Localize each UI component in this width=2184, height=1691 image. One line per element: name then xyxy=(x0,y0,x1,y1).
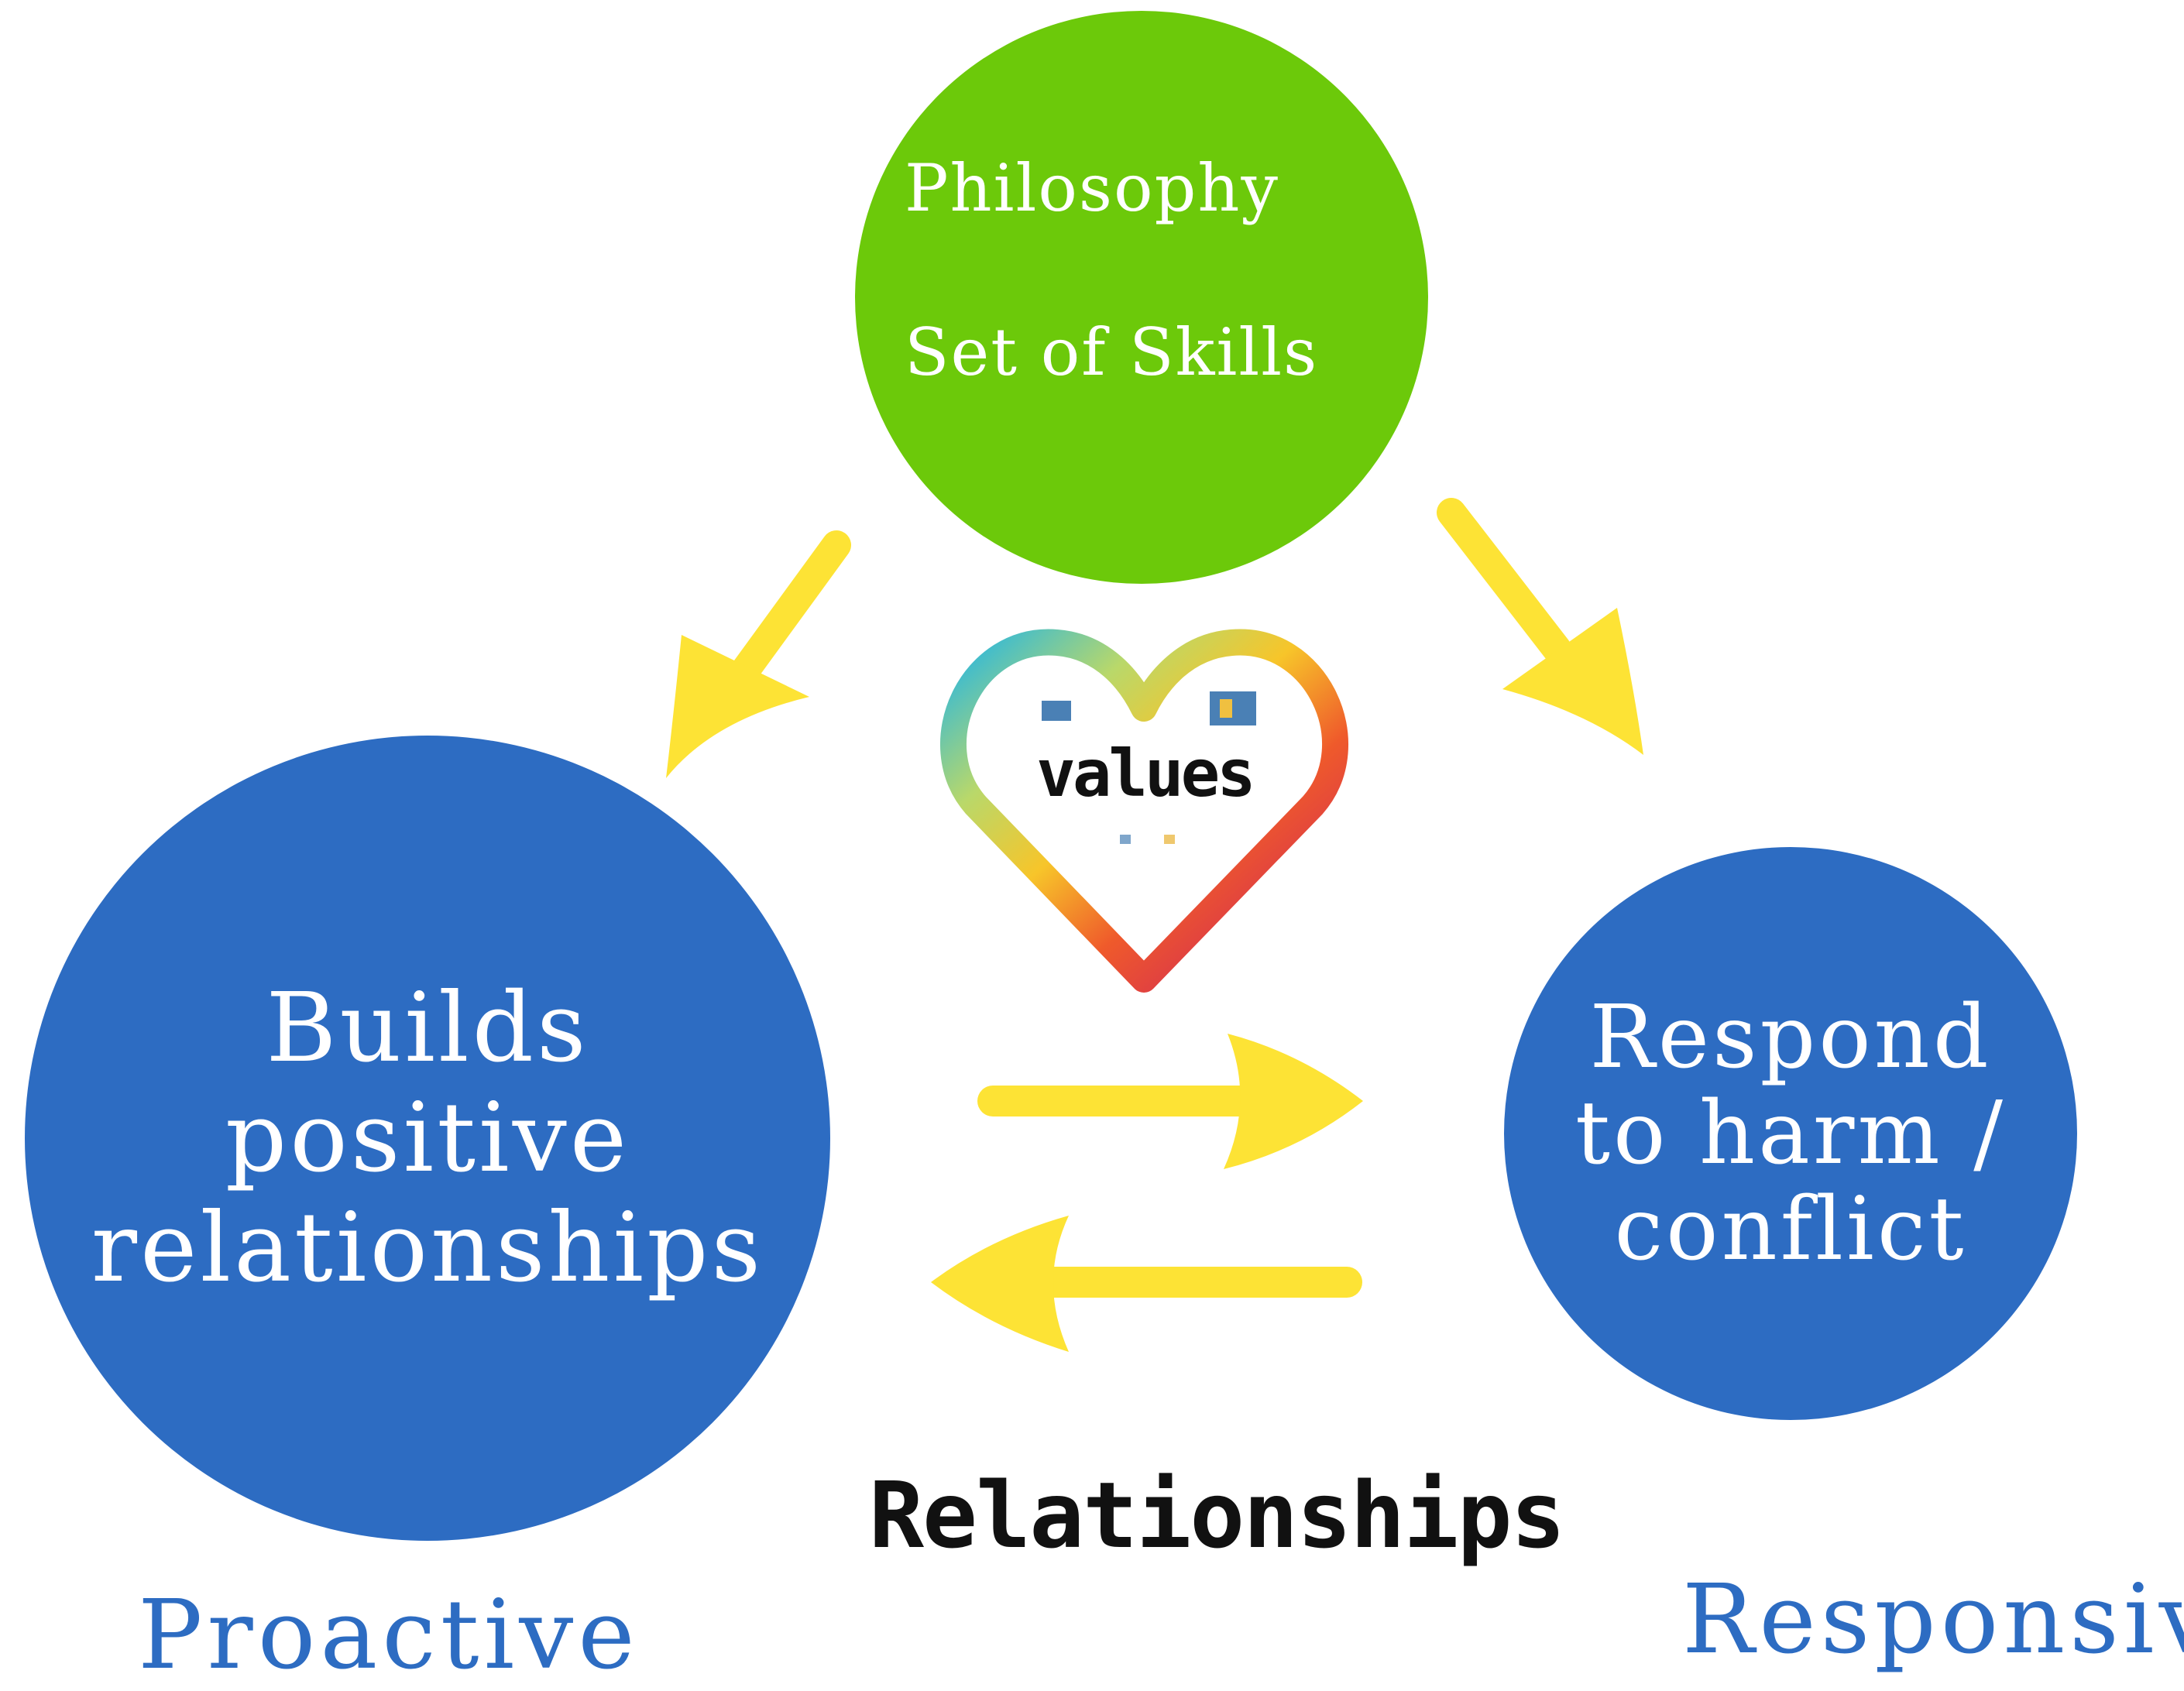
set-of-skills-text: Set of Skills xyxy=(905,314,1319,390)
proactive-label: Proactive xyxy=(138,1580,640,1691)
right-circle-line-3: conflict xyxy=(1614,1179,1967,1280)
philosophy-circle: Philosophy Set of Skills xyxy=(855,11,1428,584)
responsive-label: Responsive xyxy=(1682,1564,2184,1676)
rainbow-heart-icon xyxy=(940,629,1348,993)
philosophy-text: Philosophy xyxy=(905,150,1279,226)
arrow-right xyxy=(977,1034,1363,1169)
respond-to-harm-circle: Respond to harm / conflict xyxy=(1504,847,2077,1420)
builds-relationships-circle: Builds positive relationships xyxy=(25,736,830,1541)
left-circle-line-2: positive xyxy=(225,1082,630,1194)
arrow-top-to-left xyxy=(666,530,851,778)
relationships-label: Relationships xyxy=(869,1462,1566,1569)
arrow-left xyxy=(931,1216,1362,1352)
right-circle-line-1: Respond xyxy=(1589,987,1992,1088)
left-circle-line-1: Builds xyxy=(266,972,589,1084)
arrow-top-to-right xyxy=(1437,498,1643,755)
heart-values-label: values xyxy=(1036,736,1255,811)
left-circle-line-3: relationships xyxy=(91,1192,764,1304)
right-circle-line-2: to harm / xyxy=(1574,1083,2007,1184)
